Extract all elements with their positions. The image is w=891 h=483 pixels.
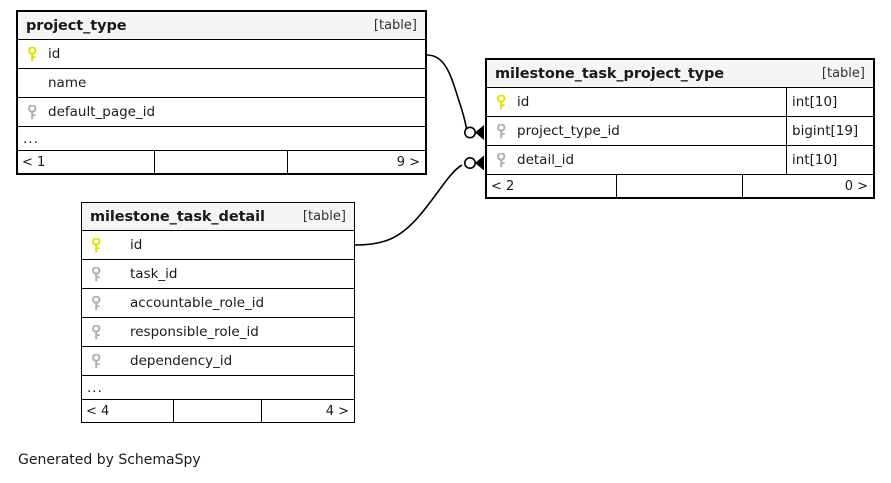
more-columns-indicator: ... [18, 127, 425, 151]
column-row[interactable]: detail_id int[10] [487, 146, 873, 175]
foreign-key-icon [487, 152, 513, 168]
incoming-relations-count: < 2 [491, 178, 515, 194]
column-name: accountable_role_id [130, 295, 265, 311]
footer-middle-cell [173, 400, 261, 422]
table-header: project_type [table] [18, 12, 425, 40]
table-project-type[interactable]: project_type [table] id name default_pag… [16, 10, 427, 175]
incoming-relations-count: < 4 [86, 403, 110, 419]
generator-credit: Generated by SchemaSpy [18, 452, 201, 468]
table-footer: < 4 4 > [82, 400, 354, 422]
incoming-relations-count: < 1 [22, 154, 46, 170]
foreign-key-icon [18, 104, 44, 120]
table-name: milestone_task_detail [90, 208, 265, 225]
column-row[interactable]: name [18, 69, 425, 98]
foreign-key-icon [82, 295, 108, 311]
column-name: task_id [130, 266, 178, 282]
more-columns-label: ... [23, 130, 39, 147]
column-row[interactable]: id int[10] [487, 88, 873, 117]
foreign-key-icon [82, 324, 108, 340]
column-row[interactable]: dependency_id [82, 347, 354, 376]
table-kind-label: [table] [302, 209, 346, 224]
primary-key-icon [18, 46, 44, 62]
table-header: milestone_task_detail [table] [82, 203, 354, 231]
crowsfoot-arrow [475, 125, 484, 140]
column-name: id [48, 46, 61, 62]
column-name: name [48, 75, 87, 91]
foreign-key-icon [82, 266, 108, 282]
column-name: id [517, 94, 530, 110]
column-row[interactable]: id [82, 231, 354, 260]
crowsfoot-arrow [475, 155, 484, 171]
outgoing-relations-count: 9 > [287, 151, 425, 173]
column-row[interactable]: accountable_role_id [82, 289, 354, 318]
primary-key-icon [487, 94, 513, 110]
footer-middle-cell [154, 151, 287, 173]
column-type: bigint[19] [786, 117, 873, 145]
more-columns-indicator: ... [82, 376, 354, 400]
relationship-project-type-to-milestone-task-project-type [426, 54, 484, 140]
column-row[interactable]: task_id [82, 260, 354, 289]
table-milestone-task-project-type[interactable]: milestone_task_project_type [table] id i… [485, 58, 875, 199]
column-row[interactable]: responsible_role_id [82, 318, 354, 347]
table-name: project_type [26, 17, 127, 34]
column-name: id [130, 237, 143, 253]
more-columns-label: ... [87, 379, 103, 396]
column-name: project_type_id [517, 123, 620, 139]
cardinality-zero-circle [463, 157, 476, 170]
column-name: dependency_id [130, 353, 233, 369]
footer-middle-cell [616, 175, 742, 197]
primary-key-icon [82, 237, 108, 253]
table-footer: < 2 0 > [487, 175, 873, 197]
outgoing-relations-count: 4 > [261, 400, 354, 422]
foreign-key-icon [487, 123, 513, 139]
column-type: int[10] [786, 88, 873, 116]
outgoing-relations-count: 0 > [742, 175, 873, 197]
cardinality-zero-circle [463, 126, 476, 139]
table-kind-label: [table] [821, 66, 865, 81]
column-row[interactable]: default_page_id [18, 98, 425, 127]
table-name: milestone_task_project_type [495, 65, 725, 82]
column-name: responsible_role_id [130, 324, 259, 340]
column-name: detail_id [517, 152, 575, 168]
column-name: default_page_id [48, 104, 156, 120]
column-type: int[10] [786, 146, 873, 174]
foreign-key-icon [82, 353, 108, 369]
table-milestone-task-detail[interactable]: milestone_task_detail [table] id task_id [81, 202, 355, 423]
column-row[interactable]: id [18, 40, 425, 69]
table-header: milestone_task_project_type [table] [487, 60, 873, 88]
column-row[interactable]: project_type_id bigint[19] [487, 117, 873, 146]
table-kind-label: [table] [373, 18, 417, 33]
table-footer: < 1 9 > [18, 151, 425, 173]
